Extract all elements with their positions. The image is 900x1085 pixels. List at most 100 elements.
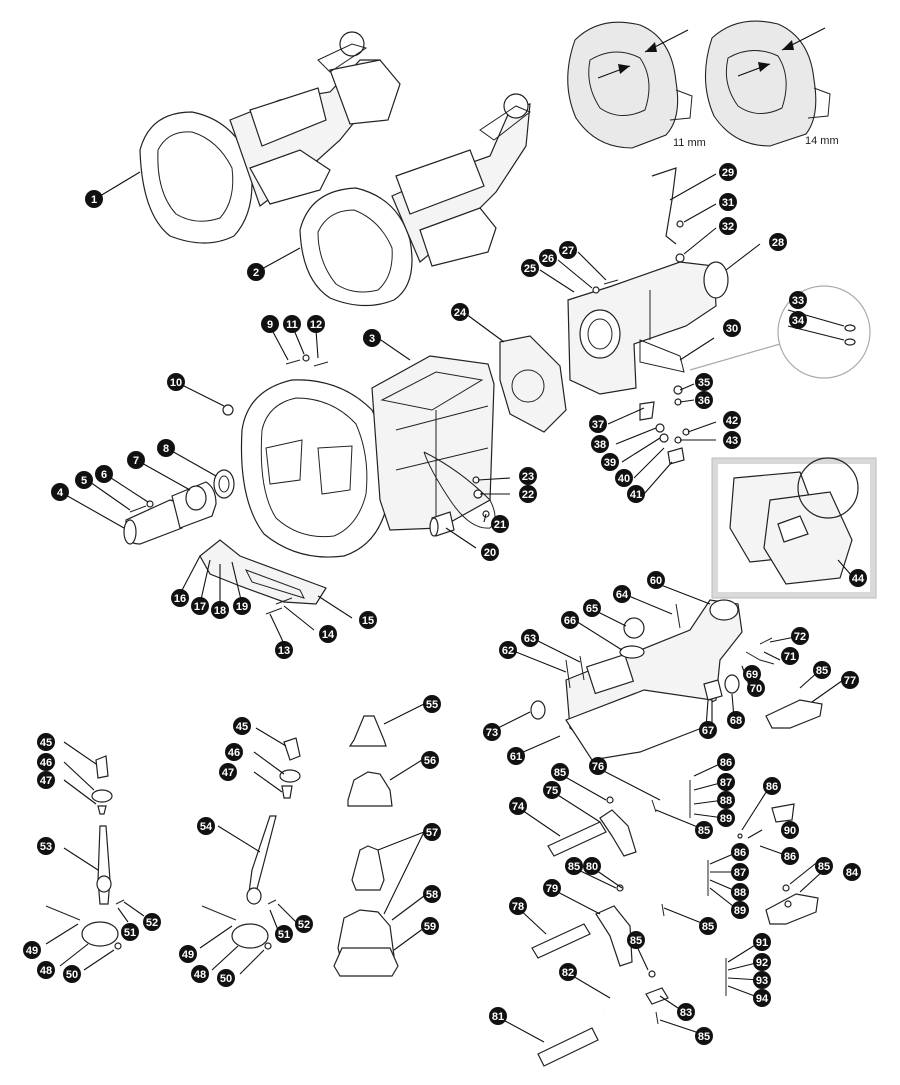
callout-badge [789,291,807,309]
callout-number: 85 [698,825,710,837]
callout-19: 19 [233,597,251,615]
callout-81: 81 [489,1007,507,1025]
callout-badge [191,597,209,615]
callout-badge [179,945,197,963]
callout-badge [295,915,313,933]
callout-86a: 86 [717,753,735,771]
callout-49b: 49 [179,945,197,963]
callout-40: 40 [615,469,633,487]
callout-number: 86 [734,847,746,859]
callout-number: 66 [564,615,576,627]
callout-number: 91 [756,937,768,949]
callout-48a: 48 [37,961,55,979]
callout-badge [589,757,607,775]
callout-number: 37 [592,419,604,431]
callout-number: 77 [844,675,856,687]
callout-72: 72 [791,627,809,645]
callout-number: 56 [424,755,436,767]
callout-number: 46 [228,747,240,759]
callout-badge [717,809,735,827]
callout-43: 43 [723,431,741,449]
callout-88a: 88 [717,791,735,809]
bellhousing-variant-11mm: 11 mm [567,21,706,149]
callout-78: 78 [509,897,527,915]
callout-number: 85 [554,767,566,779]
callout-21: 21 [491,515,509,533]
callout-number: 26 [542,253,554,265]
callout-5: 5 [75,471,93,489]
callout-number: 84 [846,867,859,879]
callout-39: 39 [601,453,619,471]
callout-53: 53 [37,837,55,855]
callout-badge [613,585,631,603]
callout-4: 4 [51,483,69,501]
speedo-bracket [592,167,685,294]
callout-badge [719,193,737,211]
callout-number: 35 [698,377,710,389]
callout-number: 17 [194,601,206,613]
callout-badge [519,485,537,503]
callout-76: 76 [589,757,607,775]
callout-number: 22 [522,489,534,501]
callout-badge [743,665,761,683]
callout-badge [753,953,771,971]
callout-number: 78 [512,901,524,913]
callout-73: 73 [483,723,501,741]
callout-number: 7 [133,455,139,467]
top-cover-assembly [530,599,775,761]
callout-number: 46 [40,757,52,769]
callout-badge [583,857,601,875]
callout-1: 1 [85,190,103,208]
callout-badge [717,753,735,771]
callout-number: 51 [124,927,136,939]
callout-number: 40 [618,473,630,485]
selector-rod-3 [537,884,819,1067]
callout-60: 60 [647,571,665,589]
callout-30: 30 [723,319,741,337]
callout-number: 8 [163,443,169,455]
callout-23: 23 [519,467,537,485]
callout-badge [247,263,265,281]
callout-93: 93 [753,971,771,989]
callout-85h: 85 [813,661,831,679]
callout-87a: 87 [717,773,735,791]
callout-number: 76 [592,761,604,773]
callout-badge [727,711,745,729]
callout-badge [219,763,237,781]
callout-badge [695,821,713,839]
callout-badge [717,791,735,809]
callout-badge [543,781,561,799]
callout-number: 86 [784,851,796,863]
callout-85g: 85 [815,857,833,875]
callout-number: 4 [57,487,64,499]
callout-badge [121,923,139,941]
callout-9: 9 [261,315,279,333]
callout-number: 87 [734,867,746,879]
callout-badge [789,311,807,329]
mount-detail-circle [689,285,871,379]
callout-badge [37,733,55,751]
callout-number: 27 [562,245,574,257]
callout-35: 35 [695,373,713,391]
callout-badge [157,439,175,457]
callout-83: 83 [677,1003,695,1021]
callout-number: 52 [146,917,158,929]
callout-number: 45 [40,737,52,749]
callout-badge [127,451,145,469]
gear-lever-assembly-b [201,737,301,950]
callout-47b: 47 [219,763,237,781]
callout-badge [769,233,787,251]
callout-badge [37,837,55,855]
callout-22: 22 [519,485,537,503]
callout-badge [261,315,279,333]
callout-8: 8 [157,439,175,457]
rear-gasket [499,335,567,433]
callout-71: 71 [781,647,799,665]
callout-badge [731,863,749,881]
callout-badge [37,961,55,979]
gear-lever-assembly-a [45,755,125,950]
callout-badge [559,241,577,259]
callout-number: 19 [236,601,248,613]
callout-88b: 88 [731,883,749,901]
